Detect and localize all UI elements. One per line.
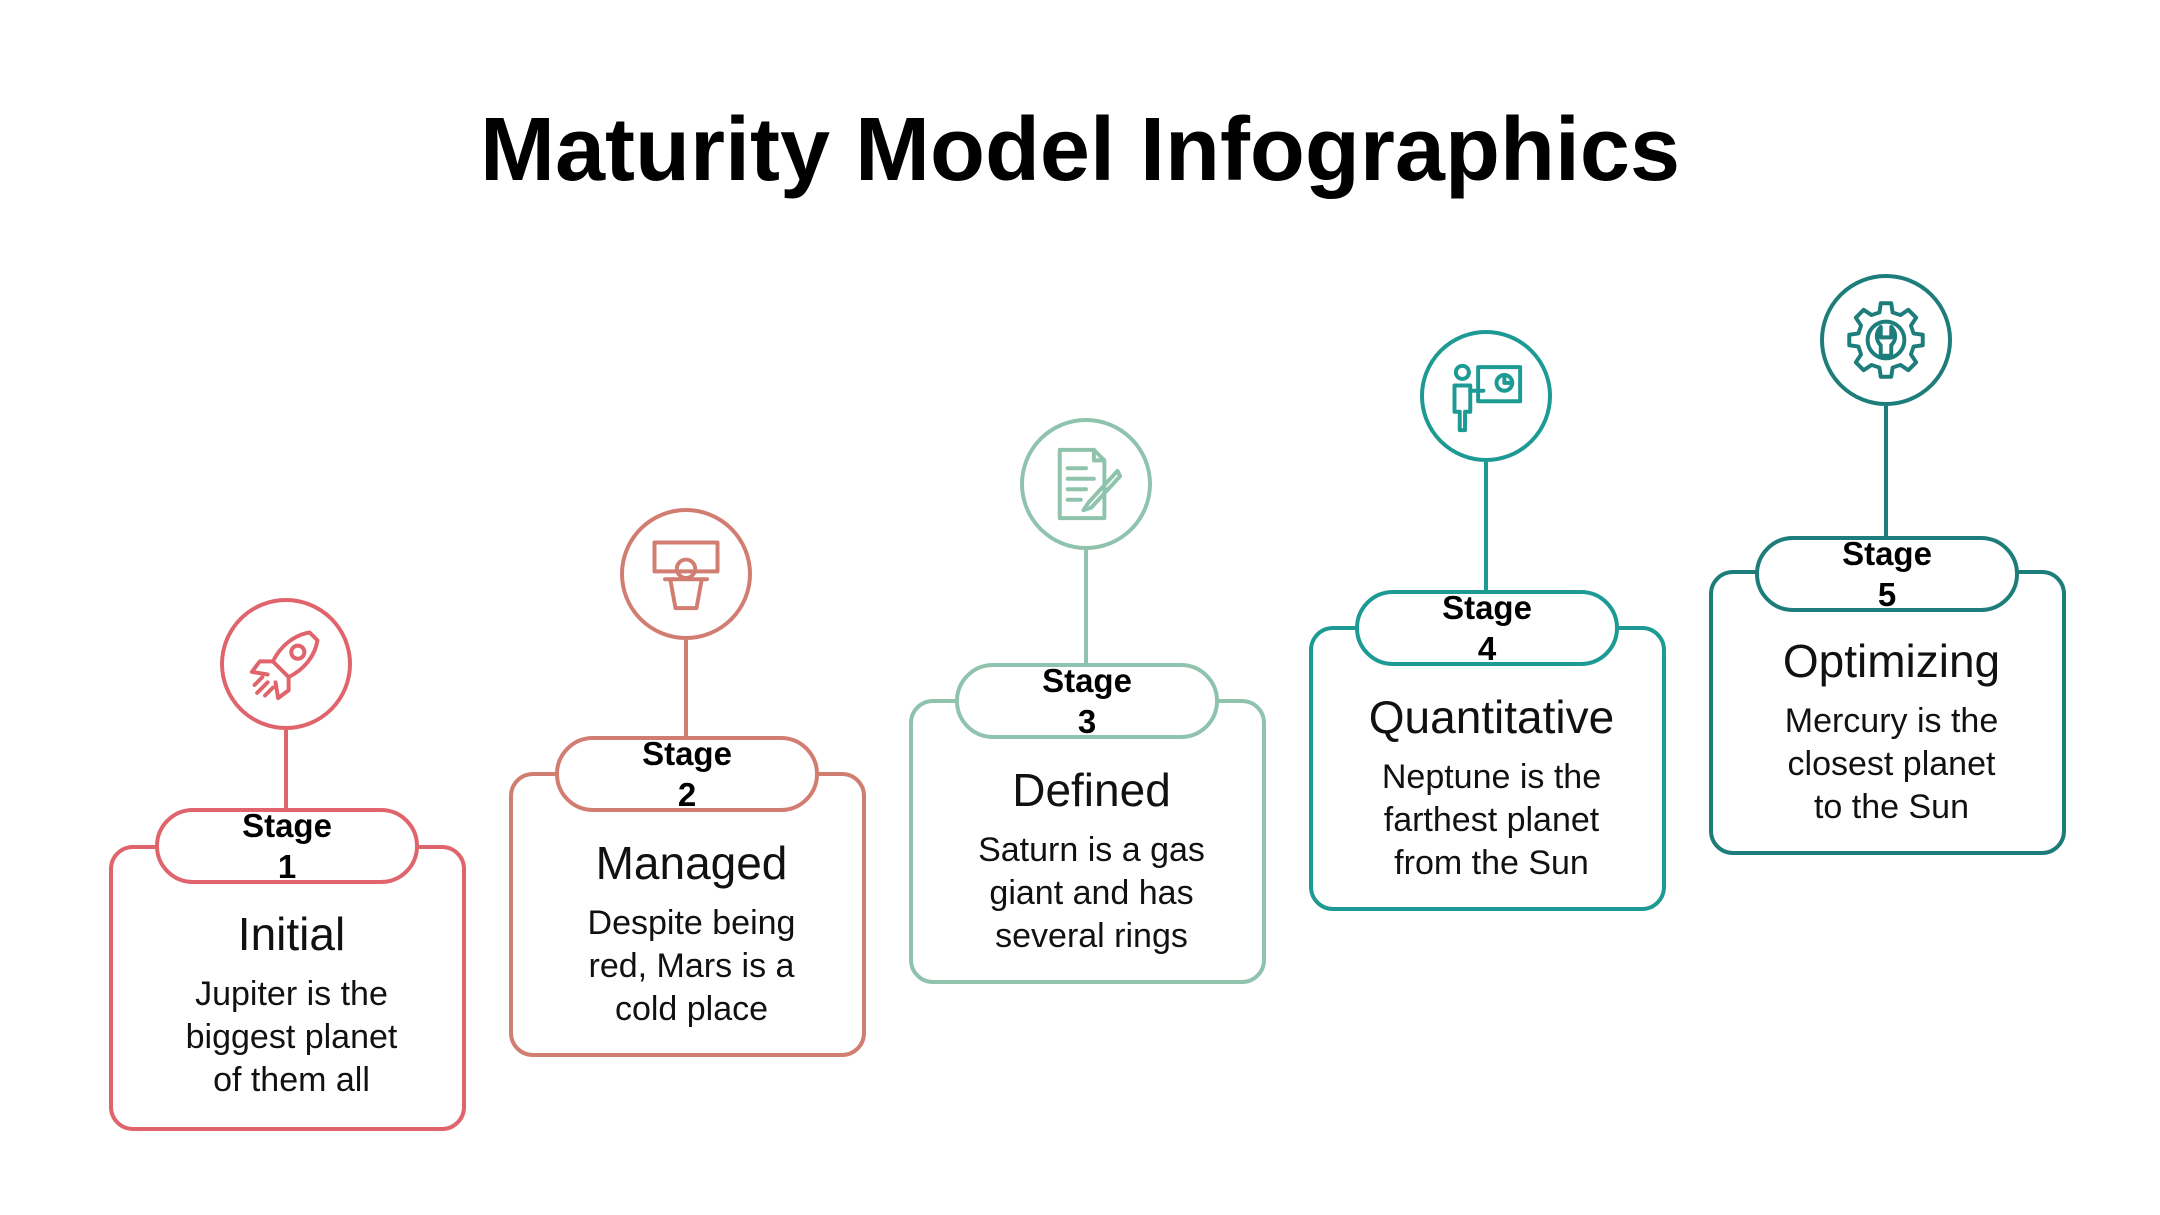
description-line: of them all xyxy=(213,1061,370,1099)
stage-card: Quantitative Neptune is the farthest pla… xyxy=(1309,626,1666,911)
stage-label-pill: Stage 3 xyxy=(955,661,1219,740)
stage-description: Mercury is the closest planet to the Sun xyxy=(1713,700,2070,829)
icon-circle xyxy=(1420,330,1552,462)
stage-name: Managed xyxy=(595,837,788,889)
stage-card: Managed Despite being red, Mars is a col… xyxy=(509,772,866,1057)
connector-line xyxy=(684,640,688,736)
stage-label: Stage xyxy=(1042,661,1132,699)
stage-description: Saturn is a gas giant and has several ri… xyxy=(913,829,1270,958)
stage-description: Jupiter is the biggest planet of them al… xyxy=(113,973,470,1102)
description-line: cold place xyxy=(614,990,769,1028)
description-line: Mercury is the xyxy=(1784,702,1999,740)
description-line: biggest planet xyxy=(185,1018,398,1056)
stage-label-pill: Stage 2 xyxy=(555,734,819,813)
description-line: farthest planet xyxy=(1383,801,1600,839)
stage-label-pill: Stage 4 xyxy=(1355,588,1619,667)
description-line: Jupiter is the xyxy=(195,975,388,1013)
stage-label: Stage xyxy=(1442,588,1532,626)
description-line: Neptune is the xyxy=(1381,758,1602,796)
icon-circle xyxy=(220,598,352,730)
stage-card: Optimizing Mercury is the closest planet… xyxy=(1709,570,2066,855)
description-line: Saturn is a gas xyxy=(978,831,1205,869)
gear-wrench-icon xyxy=(1847,301,1925,379)
description-line: several rings xyxy=(995,917,1188,955)
stage-label: Stage xyxy=(1842,534,1932,572)
icon-circle xyxy=(1820,274,1952,406)
stage-label: Stage xyxy=(642,734,732,772)
stage-name: Defined xyxy=(1012,764,1171,816)
stage-card: Initial Jupiter is the biggest planet of… xyxy=(109,845,466,1131)
connector-line xyxy=(1084,550,1088,663)
connector-line xyxy=(284,730,288,808)
rocket-icon xyxy=(249,630,320,701)
stage-description: Despite being red, Mars is a cold place xyxy=(513,902,870,1031)
stage-number: 5 xyxy=(1877,576,1897,613)
connector-line xyxy=(1884,406,1888,536)
stage-label: Stage xyxy=(242,806,332,844)
icon-circle xyxy=(1020,418,1152,550)
description-line: Despite being xyxy=(587,904,796,942)
document-pen-icon xyxy=(1057,447,1123,521)
stage-card: Defined Saturn is a gas giant and has se… xyxy=(909,699,1266,984)
stage-label-pill: Stage 1 xyxy=(155,806,419,885)
stage-number: 3 xyxy=(1077,703,1097,740)
stage-description: Neptune is the farthest planet from the … xyxy=(1313,756,1670,885)
presenter-icon xyxy=(652,540,720,611)
stage-number: 2 xyxy=(677,776,697,813)
stage-name: Optimizing xyxy=(1782,635,2001,687)
stage-name: Initial xyxy=(237,908,346,960)
presentation-chart-icon xyxy=(1452,363,1523,433)
stage-name: Quantitative xyxy=(1368,691,1615,743)
description-line: closest planet xyxy=(1787,745,1996,783)
description-line: from the Sun xyxy=(1394,844,1589,882)
stage-label-pill: Stage 5 xyxy=(1755,534,2019,613)
stage-number: 1 xyxy=(277,848,297,885)
connector-line xyxy=(1484,462,1488,590)
stage-number: 4 xyxy=(1477,630,1497,667)
icon-circle xyxy=(620,508,752,640)
description-line: giant and has xyxy=(989,874,1194,912)
description-line: to the Sun xyxy=(1813,788,1969,826)
description-line: red, Mars is a xyxy=(588,947,795,985)
page-title: Maturity Model Infographics xyxy=(479,100,1681,200)
